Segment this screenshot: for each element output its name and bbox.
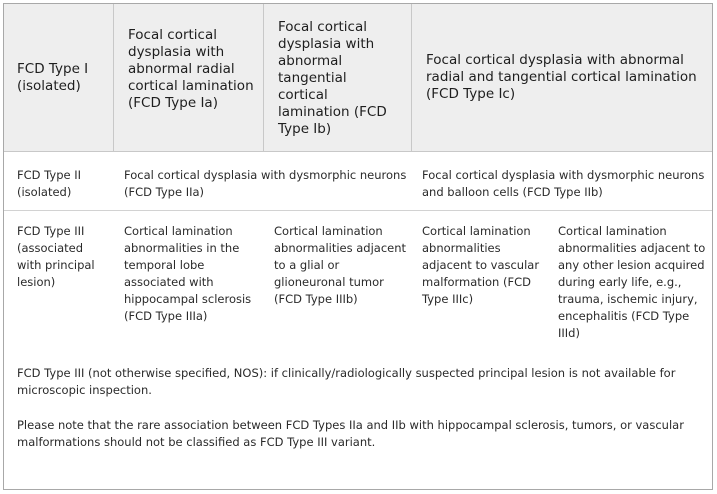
row-label-fcd-type-3: FCD Type III (associated with principal … [17,224,95,289]
table-header-row: FCD Type I (isolated) Focal cortical dys… [4,4,712,152]
row-label-fcd-type-2: FCD Type II (isolated) [17,168,82,199]
cell-fcd-type-2b: Focal cortical dysplasia with dysmorphic… [422,168,705,199]
table-row-type-2: FCD Type II (isolated) Focal cortical dy… [4,152,712,211]
header-fcd-type-1a: Focal cortical dysplasia with abnormal r… [113,4,263,151]
header-fcd-type-1c: Focal cortical dysplasia with abnormal r… [411,4,712,151]
header-fcd-type-1-text: FCD Type I (isolated) [17,61,89,94]
note-rare-association: Please note that the rare association be… [17,418,684,449]
cell-fcd-type-2a: Focal cortical dysplasia with dysmorphic… [124,168,407,199]
cell-fcd-type-3d: Cortical lamination abnormalities adjace… [558,224,706,340]
header-fcd-type-1: FCD Type I (isolated) [4,4,113,151]
header-fcd-type-1a-text: Focal cortical dysplasia with abnormal r… [128,27,254,111]
header-fcd-type-1b: Focal cortical dysplasia with abnormal t… [263,4,411,151]
cell-fcd-type-3b: Cortical lamination abnormalities adjace… [274,224,407,306]
header-fcd-type-1b-text: Focal cortical dysplasia with abnormal t… [278,19,387,137]
note-fcd-type-3-nos: FCD Type III (not otherwise specified, N… [17,366,676,397]
cell-fcd-type-3c: Cortical lamination abnormalities adjace… [422,224,540,306]
header-fcd-type-1c-text: Focal cortical dysplasia with abnormal r… [426,52,697,102]
fcd-classification-table: FCD Type I (isolated) Focal cortical dys… [3,3,713,490]
cell-fcd-type-3a: Cortical lamination abnormalities in the… [124,224,252,323]
